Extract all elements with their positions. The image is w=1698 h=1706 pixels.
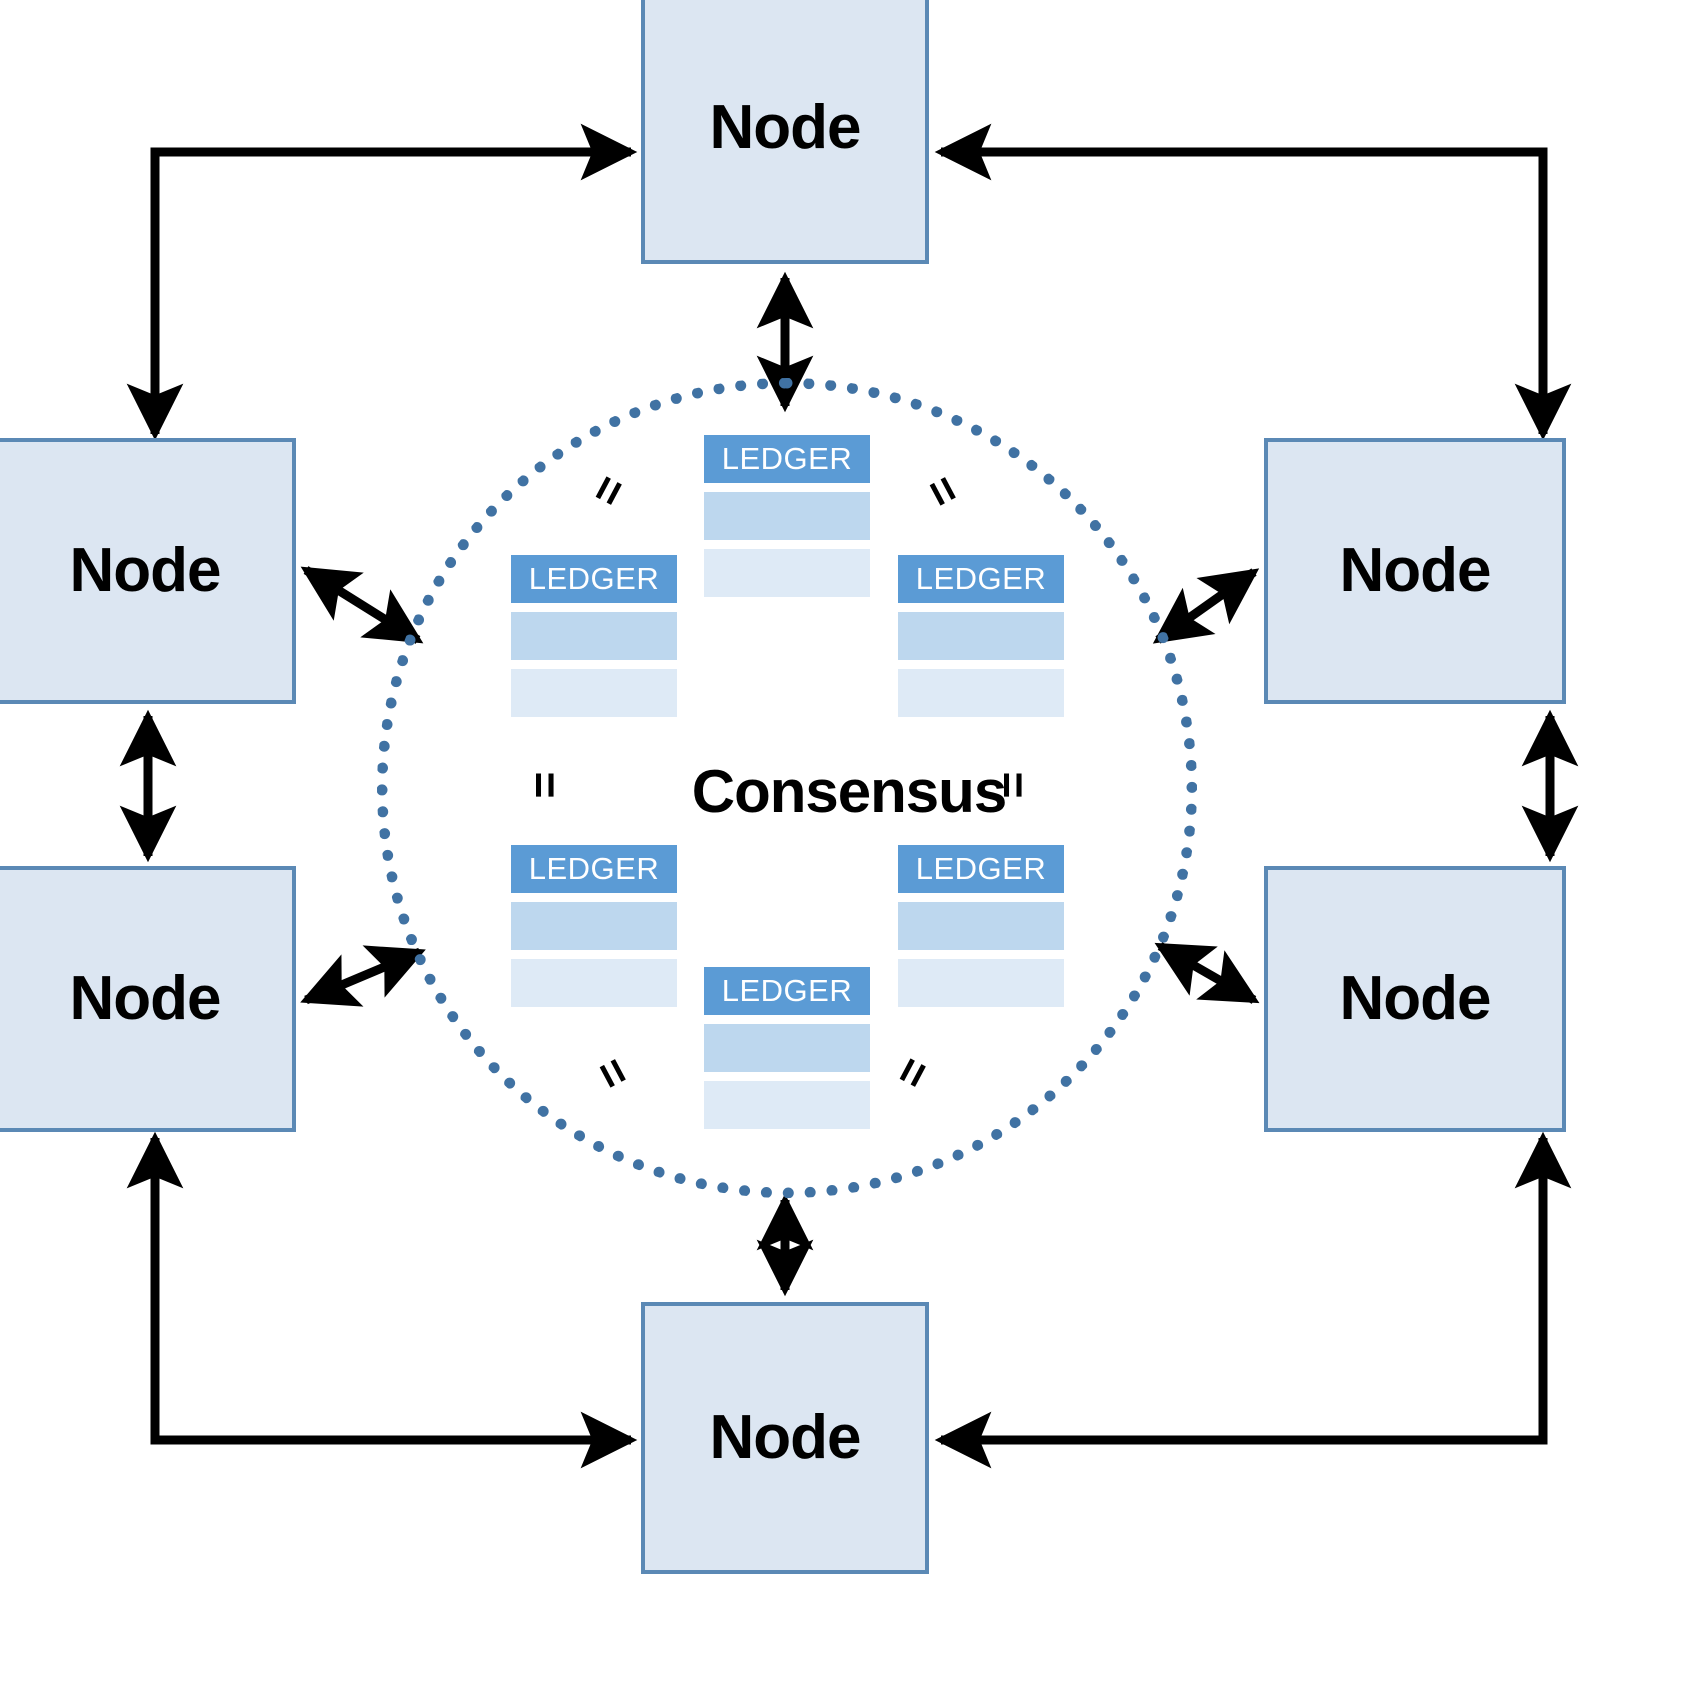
node-label: Node (709, 1403, 862, 1472)
conn-elbow-top-left (126, 123, 638, 441)
ledger-row (511, 612, 677, 660)
ledger-row (898, 669, 1064, 717)
node-label: Node (1339, 536, 1492, 605)
ledger-row (511, 902, 677, 950)
node-box-lower-right[interactable]: Node (1264, 866, 1566, 1132)
ledger-row (511, 959, 677, 1007)
ledger-header: LEDGER (704, 967, 870, 1015)
ledger-card-upper-left[interactable]: LEDGER (511, 555, 677, 717)
node-label: Node (1339, 964, 1492, 1033)
ledger-row (898, 612, 1064, 660)
node-box-upper-left[interactable]: Node (0, 438, 296, 704)
conn-left-2-to-center (300, 945, 426, 1007)
ledger-header: LEDGER (898, 555, 1064, 603)
ledger-row (704, 549, 870, 597)
node-box-bottom[interactable]: Node (641, 1302, 929, 1574)
ledger-row (704, 492, 870, 540)
node-box-upper-right[interactable]: Node (1264, 438, 1566, 704)
node-label: Node (69, 964, 222, 1033)
consensus-label: Consensus (691, 758, 1007, 825)
ledger-card-upper-right[interactable]: LEDGER (898, 555, 1064, 717)
ledger-card-top[interactable]: LEDGER (704, 435, 870, 597)
conn-elbow-bottom-left (126, 1131, 638, 1469)
conn-elbow-bottom-right (934, 1131, 1572, 1469)
ledger-header: LEDGER (898, 845, 1064, 893)
node-box-top[interactable]: Node (641, 0, 929, 264)
conn-right-2-to-center (1154, 942, 1260, 1004)
ledger-card-bottom[interactable]: LEDGER (704, 967, 870, 1129)
ledger-row (704, 1081, 870, 1129)
conn-left-1-to-center (300, 566, 424, 644)
ledger-header: LEDGER (511, 555, 677, 603)
node-label: Node (709, 93, 862, 162)
conn-elbow-top-right (934, 123, 1572, 441)
ledger-card-lower-right[interactable]: LEDGER (898, 845, 1064, 1007)
ledger-row (898, 902, 1064, 950)
ledger-row (511, 669, 677, 717)
ledger-card-lower-left[interactable]: LEDGER (511, 845, 677, 1007)
node-label: Node (69, 536, 222, 605)
ledger-row (898, 959, 1064, 1007)
node-box-lower-left[interactable]: Node (0, 866, 296, 1132)
ledger-header: LEDGER (704, 435, 870, 483)
conn-right-1-to-center (1152, 568, 1260, 644)
ledger-header: LEDGER (511, 845, 677, 893)
ledger-row (704, 1024, 870, 1072)
